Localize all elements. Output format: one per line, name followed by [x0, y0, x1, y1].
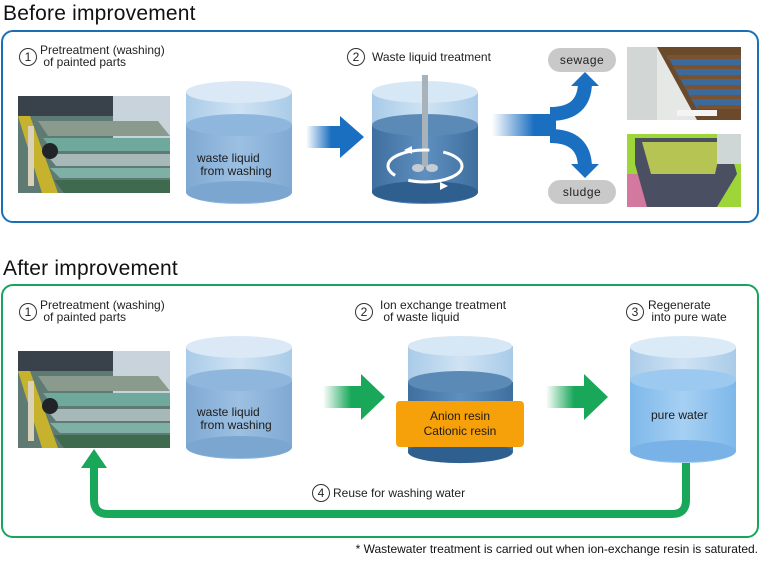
step-label-pretreatment-before: Pretreatment (washing) of painted parts	[40, 43, 165, 69]
sewage-channel-photo	[627, 47, 741, 120]
pure-water-tank	[630, 336, 736, 463]
footnote: * Wastewater treatment is carried out wh…	[355, 542, 758, 556]
waste-liquid-tank-after	[186, 336, 292, 459]
step-number-1-before: 1	[19, 48, 37, 66]
step-label-waste-treatment: Waste liquid treatment	[372, 50, 491, 64]
anion-resin-label: Anion resin	[429, 409, 491, 423]
step-number-3: 3	[626, 303, 644, 321]
step-number-2-before: 2	[347, 48, 365, 66]
resin-label-box: Anion resin Cationic resin	[396, 401, 524, 447]
step-label-reuse: Reuse for washing water	[333, 486, 466, 500]
waste-liquid-label-before: waste liquid from washing	[197, 151, 272, 178]
arrow-right-icon	[323, 374, 385, 420]
reuse-loop-arrow-icon	[81, 449, 690, 518]
output-sludge-label: sludge	[548, 180, 616, 204]
before-section-title: Before improvement	[3, 2, 196, 25]
waste-liquid-tank-before	[186, 81, 292, 204]
tank-top	[186, 81, 292, 103]
step-number-1-after: 1	[19, 303, 37, 321]
washing-tank-photo	[18, 351, 170, 448]
sludge-container-photo	[627, 134, 741, 207]
rotation-arrows-icon	[386, 148, 464, 184]
washing-tank-photo	[18, 96, 170, 193]
step-label-pretreatment-after: Pretreatment (washing) of painted parts	[40, 298, 165, 324]
cationic-resin-label: Cationic resin	[423, 424, 497, 438]
after-section-title: After improvement	[3, 257, 178, 280]
step-label-regenerate: Regenerate into pure wate	[648, 298, 727, 324]
arrow-right-icon	[306, 116, 364, 158]
step-label-ion-exchange: Ion exchange treatment of waste liquid	[380, 298, 507, 324]
agitator-shaft	[422, 75, 428, 167]
step-number-2-after: 2	[355, 303, 373, 321]
split-arrow-icon	[492, 72, 599, 178]
liquid-surface	[186, 114, 292, 136]
output-sewage-label: sewage	[548, 48, 616, 72]
step-number-4: 4	[312, 484, 330, 502]
treatment-tank-with-agitator	[372, 75, 478, 204]
agitator-blade	[412, 164, 424, 172]
tank-bottom	[186, 181, 292, 203]
arrow-right-icon	[546, 374, 608, 420]
waste-liquid-label-after: waste liquid from washing	[197, 405, 272, 432]
pure-water-label: pure water	[651, 408, 708, 422]
